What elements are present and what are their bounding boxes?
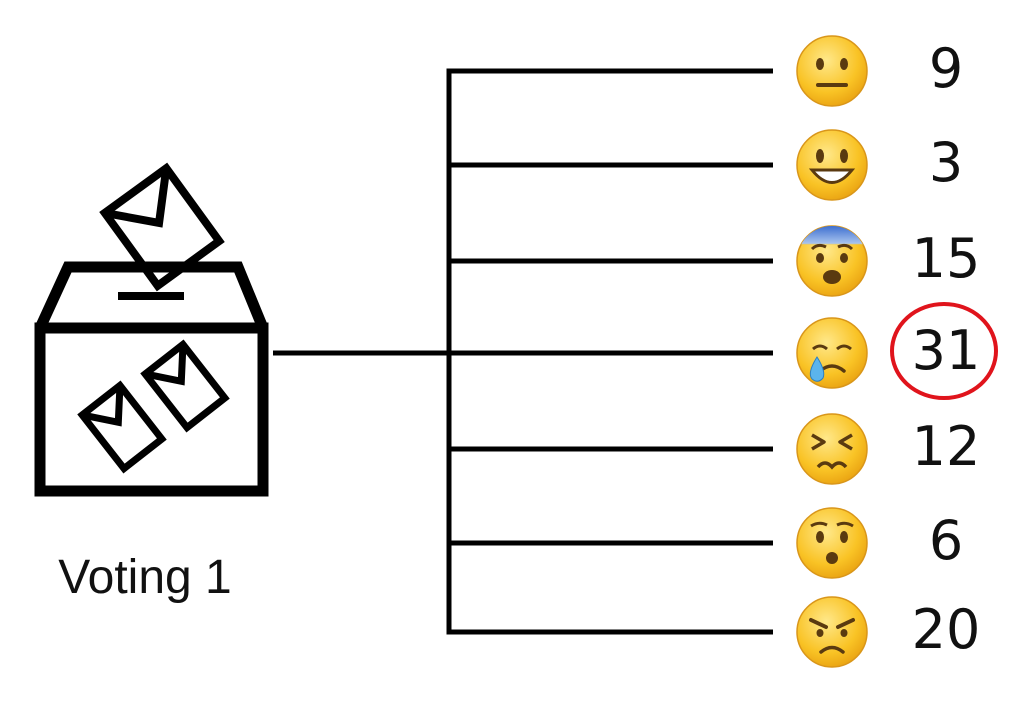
vote-count: 3	[928, 131, 964, 194]
ballot-box-lid	[35, 261, 269, 331]
crying-face-icon	[796, 317, 868, 389]
angry-face-icon	[796, 596, 868, 668]
neutral-face-icon	[796, 35, 868, 107]
highlight-circle	[890, 302, 998, 400]
vote-count: 12	[911, 415, 981, 478]
connector-lines	[273, 68, 773, 635]
tired-face-icon	[796, 413, 868, 485]
surprised-face-icon	[796, 507, 868, 579]
envelope-icon	[99, 162, 225, 292]
vote-count: 6	[928, 509, 964, 572]
vote-count: 20	[911, 598, 981, 661]
vote-count: 15	[911, 227, 981, 290]
smiling-face-icon	[796, 129, 868, 201]
vote-count: 31	[911, 319, 981, 382]
fearful-face-icon	[796, 225, 868, 297]
highlight-layer	[890, 302, 998, 400]
vote-count: 9	[928, 37, 964, 100]
ballot-box-body	[34, 322, 269, 497]
emoji-faces	[796, 35, 868, 668]
ballot-box-label: Voting 1	[58, 551, 232, 604]
ballot-box-icon	[34, 162, 269, 497]
envelope-icon	[77, 380, 167, 474]
envelope-icon	[140, 339, 230, 433]
